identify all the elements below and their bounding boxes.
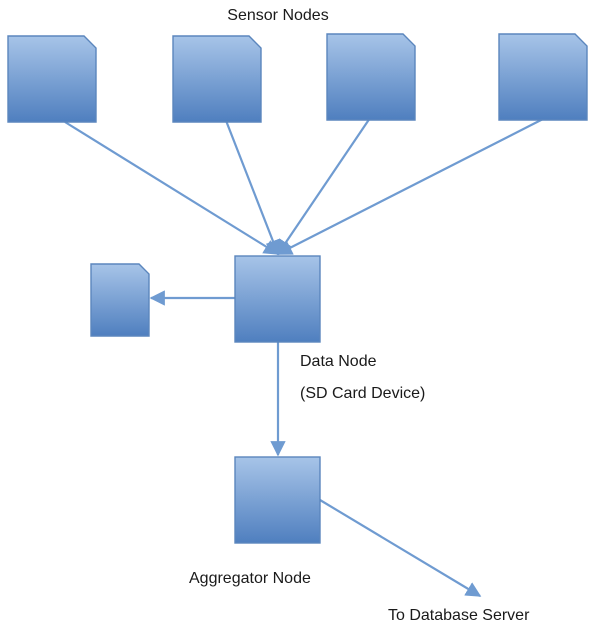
database-server-label: To Database Server xyxy=(388,607,530,624)
edge-sensor2-to-data-node xyxy=(223,117,281,256)
sensor-nodes-title: Sensor Nodes xyxy=(227,7,328,24)
edge-aggregator-to-database xyxy=(319,499,482,597)
data-node-label-line2: (SD Card Device) xyxy=(300,385,425,402)
data-node-label-line1: Data Node xyxy=(300,353,377,370)
sd-card-device xyxy=(90,263,150,337)
data-node xyxy=(234,255,321,343)
edge-sensor3-to-data-node xyxy=(277,117,371,256)
edge-sensor1-to-data-node xyxy=(64,121,280,255)
aggregator-node xyxy=(234,456,321,544)
sensor-node-3 xyxy=(326,33,416,121)
sensor-node-1 xyxy=(7,35,97,123)
sensor-node-2 xyxy=(172,35,262,123)
edge-sensor4-to-data-node xyxy=(276,117,546,255)
sensor-node-4 xyxy=(498,33,588,121)
aggregator-node-label: Aggregator Node xyxy=(189,570,311,587)
